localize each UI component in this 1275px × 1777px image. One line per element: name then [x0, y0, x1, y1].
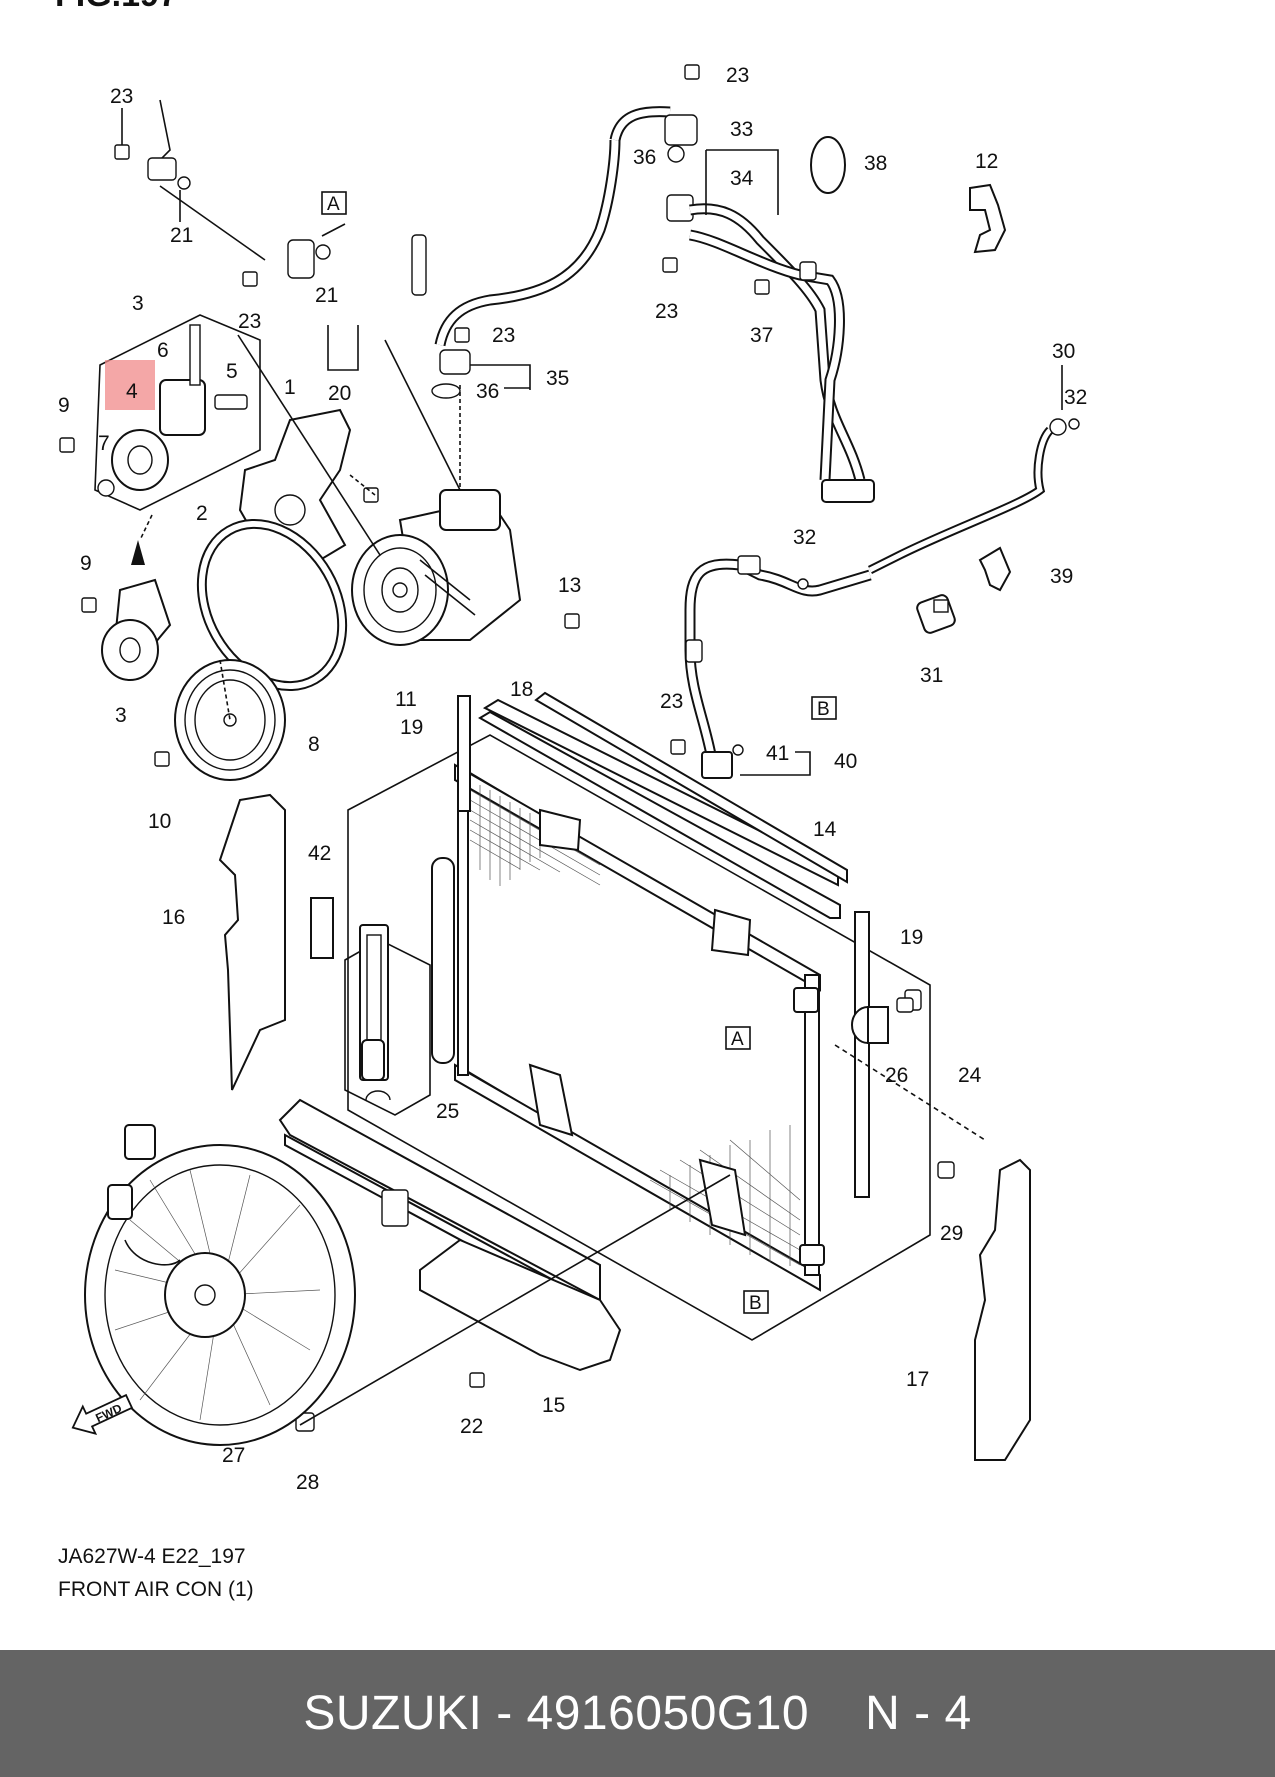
- callout-24: 24: [958, 1064, 982, 1087]
- callout-22: 22: [460, 1415, 483, 1438]
- fwd-arrow: FWD: [71, 1393, 134, 1436]
- drier-parts-25: [344, 924, 431, 1116]
- discharge-hose-20: [147, 41, 458, 340]
- callout-23: 23: [492, 324, 515, 347]
- callout-26: 26: [885, 1064, 908, 1087]
- callout-19: 19: [900, 926, 923, 949]
- svg-text:A: A: [731, 1029, 744, 1050]
- side-panel-17: [974, 1158, 1031, 1461]
- air-deflector-15: [278, 1098, 622, 1372]
- callout-31: 31: [920, 664, 943, 687]
- callout-20: 20: [328, 382, 351, 405]
- callout-10: 10: [148, 810, 171, 833]
- callout-41: 41: [766, 742, 789, 765]
- callout-16: 16: [162, 906, 185, 929]
- callout-23: 23: [238, 310, 261, 333]
- callout-3: 3: [115, 704, 127, 727]
- callout-30: 30: [1052, 340, 1075, 363]
- callout-23: 23: [110, 85, 133, 108]
- callout-1: 1: [284, 376, 296, 399]
- highlight-part-4: [105, 360, 155, 410]
- callout-labels: 23 21 23 21 20 3 6 4 5 9 7 1 2 9 3 8 10 …: [58, 64, 1087, 1494]
- callout-15: 15: [542, 1394, 565, 1417]
- callout-9: 9: [58, 394, 70, 417]
- callout-7: 7: [98, 432, 110, 455]
- bolt-set: [59, 64, 955, 1432]
- callout-34: 34: [730, 167, 754, 190]
- mount-26: [851, 997, 914, 1044]
- callout-12: 12: [975, 150, 998, 173]
- callout-36: 36: [633, 146, 656, 169]
- callout-23: 23: [660, 690, 683, 713]
- callout-13: 13: [558, 574, 581, 597]
- suction-hose: [431, 106, 875, 503]
- callout-5: 5: [226, 360, 238, 383]
- callout-35: 35: [546, 367, 569, 390]
- bracket-39: [978, 546, 1012, 592]
- tensioner-lower-3: [101, 578, 172, 681]
- callout-38: 38: [864, 152, 887, 175]
- callout-4: 4: [126, 380, 138, 403]
- callout-21: 21: [315, 284, 338, 307]
- callout-28: 28: [296, 1471, 319, 1494]
- figure-name: FRONT AIR CON (1): [58, 1578, 254, 1601]
- footer-part-number: 4916050G10: [526, 1687, 810, 1740]
- callout-19: 19: [400, 716, 423, 739]
- seal-42: [310, 897, 334, 959]
- callout-27: 27: [222, 1444, 245, 1467]
- liquid-hose-40: [684, 555, 872, 779]
- condenser-24: [347, 734, 931, 1341]
- seals: [457, 691, 870, 1198]
- callout-14: 14: [813, 818, 837, 841]
- callout-23: 23: [655, 300, 678, 323]
- condenser-fan-27: [84, 1124, 356, 1446]
- callout-37: 37: [750, 324, 773, 347]
- side-panel-16: [218, 793, 286, 1091]
- callout-2: 2: [196, 502, 208, 525]
- cap-38: [810, 136, 846, 194]
- callout-18: 18: [510, 678, 533, 701]
- callout-40: 40: [834, 750, 857, 773]
- callout-29: 29: [940, 1222, 963, 1245]
- svg-text:B: B: [749, 1293, 762, 1314]
- assembly-arrow: [131, 540, 145, 565]
- svg-text:A: A: [327, 194, 340, 215]
- compressor-11: [351, 489, 522, 646]
- callout-32: 32: [1064, 386, 1087, 409]
- footer-page: N - 4: [865, 1687, 972, 1740]
- footer-bar: SUZUKI - 4916050G10 N - 4: [0, 1650, 1275, 1777]
- footer-dash: -: [496, 1687, 513, 1740]
- liquid-pipe-30: [867, 418, 1080, 575]
- callout-42: 42: [308, 842, 331, 865]
- parts-diagram: FIG.197: [55, 0, 1087, 1494]
- callout-3: 3: [132, 292, 144, 315]
- callout-23: 23: [726, 64, 749, 87]
- figure-code: JA627W-4 E22_197: [58, 1545, 246, 1568]
- pulley-8: [174, 659, 286, 781]
- svg-text:B: B: [817, 699, 830, 720]
- pressure-switch-31: [916, 594, 956, 634]
- callout-6: 6: [157, 339, 169, 362]
- callout-25: 25: [436, 1100, 459, 1123]
- clip-12: [969, 183, 1007, 254]
- callout-11: 11: [395, 688, 417, 711]
- callout-36: 36: [476, 380, 499, 403]
- callout-33: 33: [730, 118, 753, 141]
- reference-boxes: A B A B: [321, 191, 837, 1314]
- callout-9: 9: [80, 552, 92, 575]
- footer-brand: SUZUKI: [303, 1687, 483, 1740]
- footer-text: SUZUKI - 4916050G10 N - 4: [303, 1686, 971, 1741]
- tensioner-box-3: [94, 314, 261, 511]
- leader-lines: [159, 185, 986, 1426]
- callout-17: 17: [906, 1368, 929, 1391]
- callout-32: 32: [793, 526, 816, 549]
- svg-text:FWD: FWD: [93, 1401, 124, 1425]
- figure-label: FIG.197: [55, 0, 178, 14]
- callout-39: 39: [1050, 565, 1073, 588]
- callout-8: 8: [308, 733, 320, 756]
- callout-21: 21: [170, 224, 193, 247]
